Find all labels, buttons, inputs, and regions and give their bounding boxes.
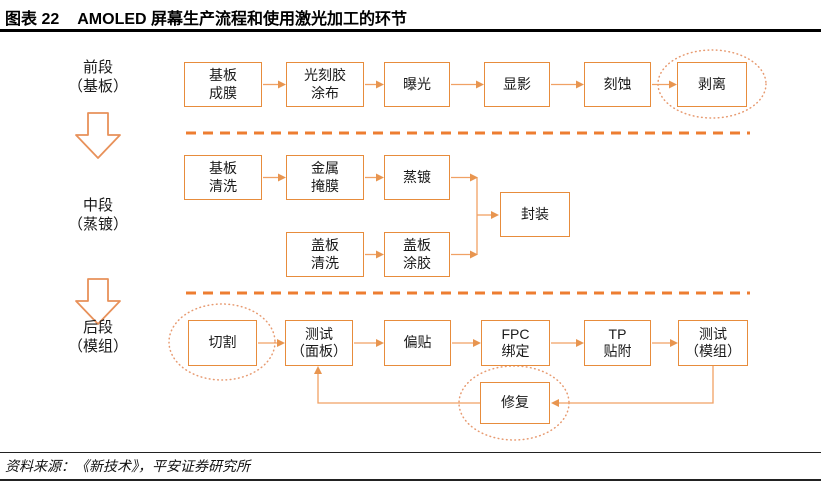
- front-step-box: 显影: [484, 62, 550, 107]
- laser-step-ellipses: [168, 49, 767, 441]
- down-block-arrow-1: [75, 112, 121, 159]
- back-step-box: 测试 （模组）: [678, 320, 748, 366]
- dashed-separators: [186, 131, 750, 295]
- front-step-box: 曝光: [384, 62, 450, 107]
- front-step-box: 刻蚀: [584, 62, 651, 107]
- figure-title: AMOLED 屏幕生产流程和使用激光加工的环节: [77, 11, 408, 28]
- footer-divider-top: [0, 452, 821, 453]
- source-note: 资料来源：《新技术》，平安证券研究所: [5, 460, 250, 475]
- mid-step-box: 基板 清洗: [184, 155, 262, 200]
- arrow-heads: [277, 80, 678, 407]
- down-block-arrow-2: [75, 278, 121, 325]
- stage-label-front: 前段 （基板）: [67, 59, 128, 96]
- stage-label-middle: 中段 （蒸镀）: [67, 197, 128, 234]
- mid-step-box: 盖板 清洗: [286, 232, 364, 277]
- front-step-box-peel-off: 剥离: [677, 62, 747, 107]
- front-step-box: 基板 成膜: [184, 62, 262, 107]
- repair-box: 修复: [480, 382, 550, 424]
- back-step-box: TP 贴附: [584, 320, 651, 366]
- footer-divider-bottom: [0, 479, 821, 481]
- figure-header: 图表 22 AMOLED 屏幕生产流程和使用激光加工的环节: [5, 5, 815, 29]
- mid-step-box: 金属 掩膜: [286, 155, 364, 200]
- stage-down-arrows: [75, 112, 121, 325]
- back-step-box: 测试 （面板）: [285, 320, 353, 366]
- stage-label-back: 后段 （模组）: [67, 319, 128, 356]
- back-step-box: 偏贴: [384, 320, 451, 366]
- mid-step-box: 蒸镀: [384, 155, 450, 200]
- back-step-box: FPC 绑定: [481, 320, 550, 366]
- encapsulation-box: 封装: [500, 192, 570, 237]
- header-divider: [0, 29, 821, 32]
- back-step-box-cutting: 切割: [188, 320, 257, 366]
- front-step-box: 光刻胶 涂布: [286, 62, 364, 107]
- flow-arrows: [258, 83, 714, 404]
- mid-step-box: 盖板 涂胶: [384, 232, 450, 277]
- ellipse-cutting: [168, 303, 276, 381]
- figure-label: 图表 22: [5, 11, 60, 28]
